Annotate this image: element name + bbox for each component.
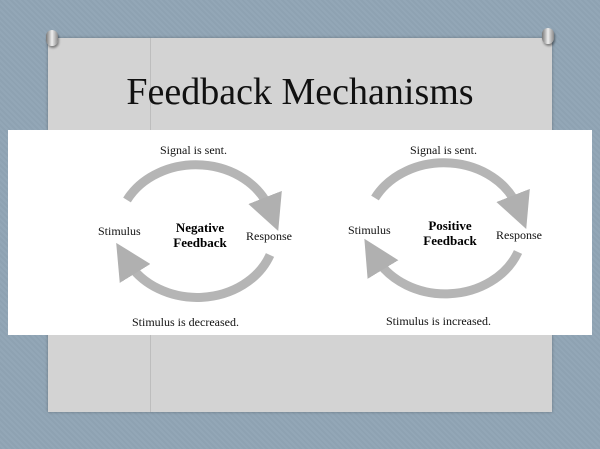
slide-title: Feedback Mechanisms — [126, 71, 474, 113]
negative-center-label: Negative Feedback — [160, 220, 240, 250]
pin-icon — [46, 30, 58, 46]
arrow-top-positive — [371, 158, 530, 229]
negative-left-label: Stimulus — [98, 224, 141, 238]
positive-left-label: Stimulus — [348, 223, 391, 237]
positive-center-line1: Positive — [428, 218, 472, 233]
positive-center-line2: Feedback — [423, 233, 477, 248]
positive-center-label: Positive Feedback — [410, 218, 490, 248]
diagram-band — [8, 130, 592, 335]
positive-bottom-label: Stimulus is increased. — [386, 314, 491, 328]
positive-top-label: Signal is sent. — [410, 143, 478, 157]
negative-top-label: Signal is sent. — [160, 143, 228, 157]
pin-icon — [542, 28, 554, 44]
arrow-bottom-positive — [364, 238, 523, 299]
arrow-bottom-negative — [116, 242, 275, 302]
negative-center-line1: Negative — [175, 220, 225, 235]
negative-bottom-label: Stimulus is decreased. — [132, 315, 239, 329]
arrow-top-negative — [123, 160, 282, 231]
negative-right-label: Response — [246, 229, 292, 243]
positive-right-label: Response — [496, 228, 542, 242]
negative-center-line2: Feedback — [173, 235, 227, 250]
